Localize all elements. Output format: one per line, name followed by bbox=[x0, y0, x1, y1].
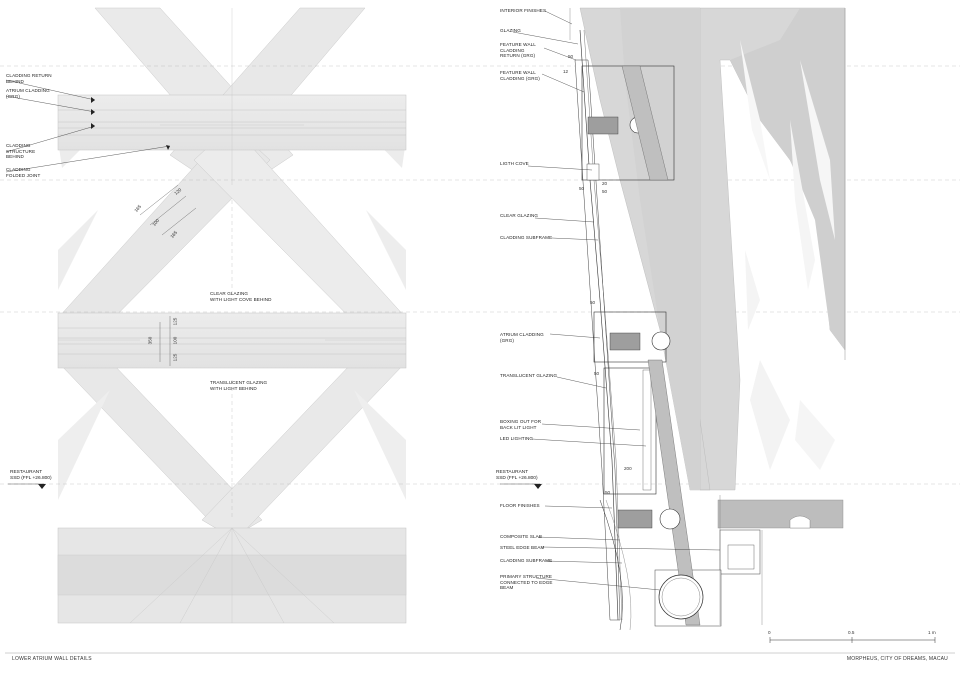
label-composite-slab: COMPOSITE SLAB bbox=[500, 534, 542, 539]
label-feature-cladding: FEATURE WALL CLADDING (GRG) bbox=[500, 70, 540, 81]
label-led-lighting: LED LIGHTING bbox=[500, 436, 534, 441]
fold-highlight bbox=[795, 400, 835, 470]
label-steel-edge-beam: STEEL EDGE BEAM bbox=[500, 545, 545, 550]
fold-highlight bbox=[750, 360, 790, 470]
diagonal-member bbox=[193, 124, 407, 341]
dim-20: 20 bbox=[602, 181, 608, 186]
label-boxing-out: BOXING OUT FOR BACK LIT LIGHT bbox=[500, 419, 542, 430]
footer-right-title: MORPHEUS, CITY OF DREAMS, MACAU bbox=[846, 656, 948, 662]
clear-glazing bbox=[574, 59, 621, 621]
scale-05: 0.5 bbox=[848, 630, 855, 635]
level-value: SSD (FFL +26.800) bbox=[496, 476, 538, 481]
label-atrium-cladding-right: ATRIUM CLADDING (GRG) bbox=[500, 332, 544, 343]
primary-structure-inner bbox=[661, 577, 701, 617]
structure-tube bbox=[651, 331, 671, 351]
boxing-out bbox=[603, 367, 657, 495]
diagonal-member bbox=[201, 341, 407, 541]
dim-125b: 125 bbox=[172, 353, 178, 362]
level-value: SSD (FFL +26.800) bbox=[10, 476, 52, 481]
scale-0: 0 bbox=[768, 630, 771, 635]
glazing-band bbox=[647, 359, 701, 626]
label-floor-finishes: FLOOR FINISHES bbox=[500, 503, 540, 508]
right-section bbox=[500, 7, 936, 643]
cladding-block bbox=[617, 509, 653, 529]
led-strip bbox=[642, 369, 652, 491]
floor-slab bbox=[717, 499, 844, 529]
slab-edge bbox=[789, 515, 811, 529]
dim-125a: 125 bbox=[172, 317, 178, 326]
diagonal-member bbox=[354, 390, 406, 500]
diagonal-member bbox=[58, 390, 110, 500]
primary-structure-tube bbox=[658, 574, 704, 620]
label-translucent-glazing-left: TRANSLUCENT GLAZING WITH LIGHT BEHIND bbox=[210, 380, 268, 391]
dim-200: 200 bbox=[624, 466, 632, 471]
cladding-subframe-curve bbox=[599, 499, 623, 631]
glazing-line bbox=[579, 29, 619, 621]
fold-highlight bbox=[800, 60, 835, 240]
dim-100b: 100 bbox=[172, 336, 178, 345]
dim-12: 12 bbox=[563, 69, 569, 74]
label-cladding-joint: CLADDING FOLDED JOINT bbox=[6, 167, 41, 178]
scale-1m: 1 m bbox=[928, 630, 936, 635]
level-restaurant-left: RESTAURANT SSD (FFL +26.800) bbox=[10, 470, 52, 482]
light-cove bbox=[586, 163, 600, 181]
edge-beam-inner bbox=[727, 544, 755, 570]
label-clear-glazing-right: CLEAR GLAZING bbox=[500, 213, 539, 218]
dim-50f: 50 bbox=[605, 490, 611, 495]
scale-bar bbox=[769, 637, 936, 643]
cladding-block bbox=[609, 332, 641, 351]
dim-350: 350 bbox=[147, 336, 153, 345]
label-clear-glazing-left: CLEAR GLAZING WITH LIGHT COVE BEHIND bbox=[210, 291, 272, 302]
dim-50b: 50 bbox=[579, 186, 585, 191]
fold-highlight bbox=[740, 40, 770, 180]
dim-50a: 50 bbox=[568, 54, 574, 59]
diagonal-member bbox=[58, 210, 98, 290]
level-name: RESTAURANT bbox=[496, 470, 529, 475]
label-interior-finishes: INTERIOR FINISHES bbox=[500, 8, 547, 13]
label-feature-return: FEATURE WALL CLADDING RETURN (GRG) bbox=[500, 42, 536, 59]
label-primary-structure: PRIMARY STRUCTURE CONNECTED TO EDGE BEAM bbox=[500, 574, 553, 591]
label-glazing: GLAZING bbox=[500, 28, 521, 33]
label-light-cove: LIGTH COVE bbox=[500, 161, 529, 166]
fold-highlight bbox=[745, 250, 760, 330]
footer-left-title: LOWER ATRIUM WALL DETAILS bbox=[12, 656, 92, 662]
level-restaurant-right: RESTAURANT SSD (FFL +26.800) bbox=[496, 470, 538, 482]
diagonal-member bbox=[366, 210, 406, 290]
middle-band bbox=[57, 312, 407, 369]
label-atrium-cladding: ATRIUM CLADDING (GRG) bbox=[6, 88, 50, 99]
structure-tube bbox=[659, 508, 681, 530]
fold-highlight bbox=[790, 120, 815, 290]
label-cladding-subframe: CLADDING SUBFRAME bbox=[500, 235, 553, 240]
label-cladding-return: CLADDING RETURN BEHIND bbox=[6, 73, 52, 84]
feature-wall-fold bbox=[730, 8, 845, 350]
level-marker bbox=[534, 484, 542, 489]
dim-50c: 50 bbox=[602, 189, 608, 194]
level-name: RESTAURANT bbox=[10, 470, 43, 475]
glazing-band bbox=[621, 65, 669, 181]
label-cladding-subframe-2: CLADDING SUBFRAME bbox=[500, 558, 553, 563]
label-cladding-structure: CLADDING STRUCTURE BEHIND bbox=[6, 143, 36, 160]
cladding-block bbox=[587, 116, 619, 135]
level-marker bbox=[38, 484, 46, 489]
dim-50d: 50 bbox=[590, 300, 596, 305]
left-elevation bbox=[0, 7, 960, 624]
cladding-subframe-curve bbox=[605, 499, 632, 631]
dim-50e: 50 bbox=[594, 371, 600, 376]
label-translucent-glazing-right: TRANSLUCENT GLAZING bbox=[500, 373, 558, 378]
